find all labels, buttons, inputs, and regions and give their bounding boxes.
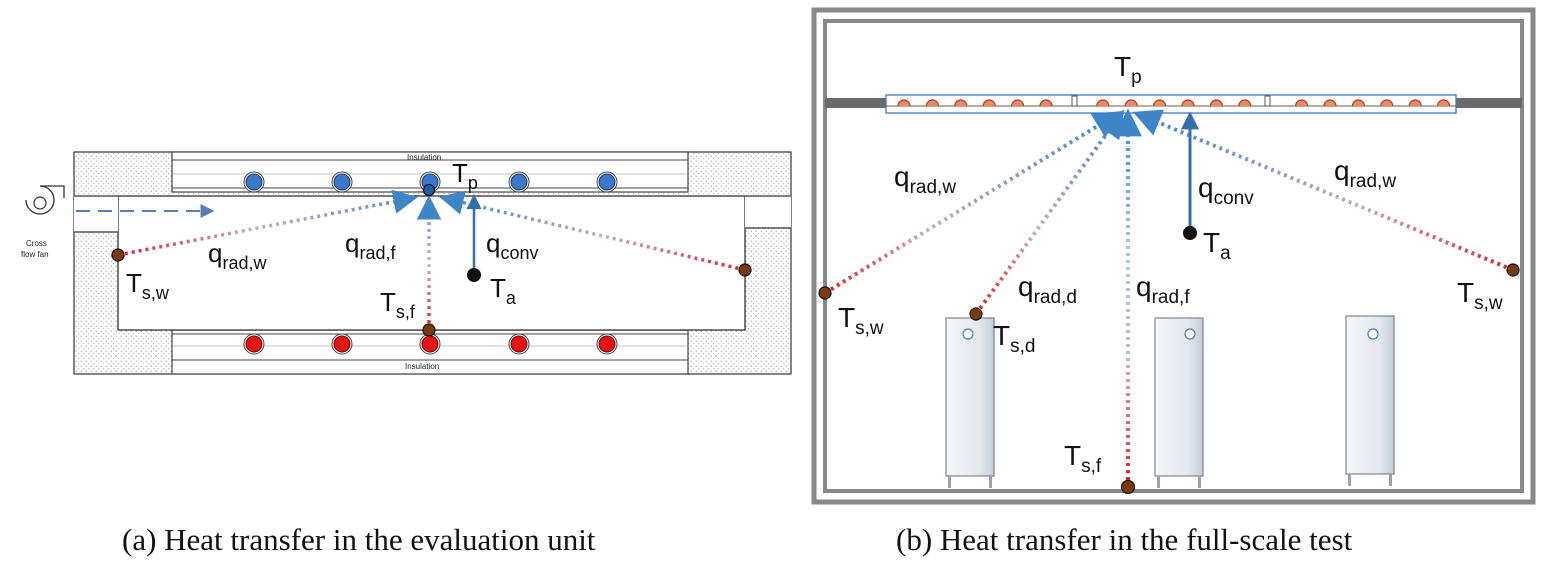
sensor-panel <box>422 183 436 197</box>
ceiling-pipe <box>1153 99 1167 107</box>
sensor-wall-left-b <box>818 286 832 300</box>
q-rad-w-right-arrow-b <box>1132 109 1514 272</box>
sensor-floor-b <box>1120 479 1136 495</box>
ceiling-pipe <box>925 99 939 107</box>
ceiling-panel-pipes <box>897 99 1451 107</box>
label-ts-f: Ts,f <box>380 287 416 322</box>
sensor-wall-right <box>738 263 752 277</box>
caption-a: (a) Heat transfer in the evaluation unit <box>122 522 596 557</box>
label-tp-b: Tp <box>1114 51 1142 88</box>
ceiling-pipe <box>1351 99 1365 107</box>
ceiling-pipe <box>1323 99 1337 107</box>
label-ta-b: Ta <box>1203 227 1231 264</box>
hot-pipe <box>421 335 439 353</box>
label-q-rad-d: qrad,d <box>1018 271 1077 308</box>
label-tp: Tp <box>452 158 478 193</box>
sensor-air <box>467 268 481 282</box>
label-q-rad-w-left-b: qrad,w <box>894 161 956 198</box>
q-rad-w-right-arrow <box>439 190 746 272</box>
ceiling-pipe <box>1011 99 1025 107</box>
ceiling-pipe <box>954 99 968 107</box>
inlet-duct <box>74 196 118 232</box>
q-rad-d-arrow <box>974 109 1125 316</box>
label-q-rad-w-right-b: qrad,w <box>1334 155 1396 192</box>
caption-b: (b) Heat transfer in the full-scale test <box>896 522 1353 557</box>
label-q-rad-w: qrad,w <box>208 238 267 273</box>
label-q-rad-f-b: qrad,f <box>1136 271 1190 308</box>
radiant-ceiling-panel <box>885 94 1457 114</box>
ceiling-pipe <box>1039 99 1053 107</box>
ceiling-pipe <box>1437 99 1451 107</box>
ceiling-pipe <box>1096 99 1110 107</box>
label-ts-w-right-b: Ts,w <box>1457 277 1503 314</box>
fan-label-line2: flow fan <box>21 250 49 259</box>
label-q-conv: qconv <box>486 228 539 263</box>
panel-a: Insulation Insulation Cross flow fan Tp … <box>21 151 792 557</box>
cold-pipe <box>598 173 616 191</box>
sensor-wall-left <box>111 248 125 262</box>
ceiling-pipe <box>1380 99 1394 107</box>
cold-pipe <box>510 173 528 191</box>
ceiling-pipe <box>1181 99 1195 107</box>
ceiling-pipe <box>897 99 911 107</box>
ceiling-pipe <box>1209 99 1223 107</box>
label-ta: Ta <box>490 273 517 308</box>
q-rad-w-left-arrow <box>117 189 418 257</box>
label-ts-w-left-b: Ts,w <box>838 302 884 339</box>
hot-pipe <box>333 335 351 353</box>
cold-pipe <box>333 173 351 191</box>
label-ts-w: Ts,w <box>126 268 170 303</box>
device-cabinet-middle <box>1154 317 1204 488</box>
ceiling-pipe <box>1408 99 1422 107</box>
cross-flow-fan-icon <box>25 185 65 215</box>
ceiling-pipe <box>982 99 996 107</box>
label-q-conv-b: qconv <box>1198 172 1254 209</box>
ceiling-pipe <box>1124 99 1138 107</box>
label-ts-d: Ts,d <box>993 320 1035 357</box>
fan-label-line1: Cross <box>26 239 47 248</box>
hot-pipe <box>598 335 616 353</box>
label-ts-f-b: Ts,f <box>1064 440 1102 477</box>
sensor-wall-right-b <box>1506 263 1520 277</box>
sensor-device-b <box>969 307 983 321</box>
ceiling-pipe <box>1238 99 1252 107</box>
label-q-rad-f: qrad,f <box>345 228 396 263</box>
insulation-label-top: Insulation <box>407 153 441 162</box>
hot-pipes-bottom <box>243 333 618 355</box>
hot-pipe <box>245 335 263 353</box>
sensor-floor <box>422 323 436 337</box>
ceiling-pipe <box>1295 99 1309 107</box>
q-rad-w-left-arrow-b <box>823 111 1122 295</box>
cold-pipe <box>245 173 263 191</box>
outlet-duct <box>745 196 791 228</box>
sensor-air-b <box>1183 226 1197 240</box>
device-cabinet-left <box>945 317 995 488</box>
insulation-label-bottom: Insulation <box>405 362 439 371</box>
device-cabinet-right <box>1345 315 1395 486</box>
hot-pipe <box>510 335 528 353</box>
cold-pipes-top <box>243 171 618 193</box>
panel-b: Tp qrad,w qrad,w qconv Ta qrad,d qrad,f … <box>811 7 1536 557</box>
